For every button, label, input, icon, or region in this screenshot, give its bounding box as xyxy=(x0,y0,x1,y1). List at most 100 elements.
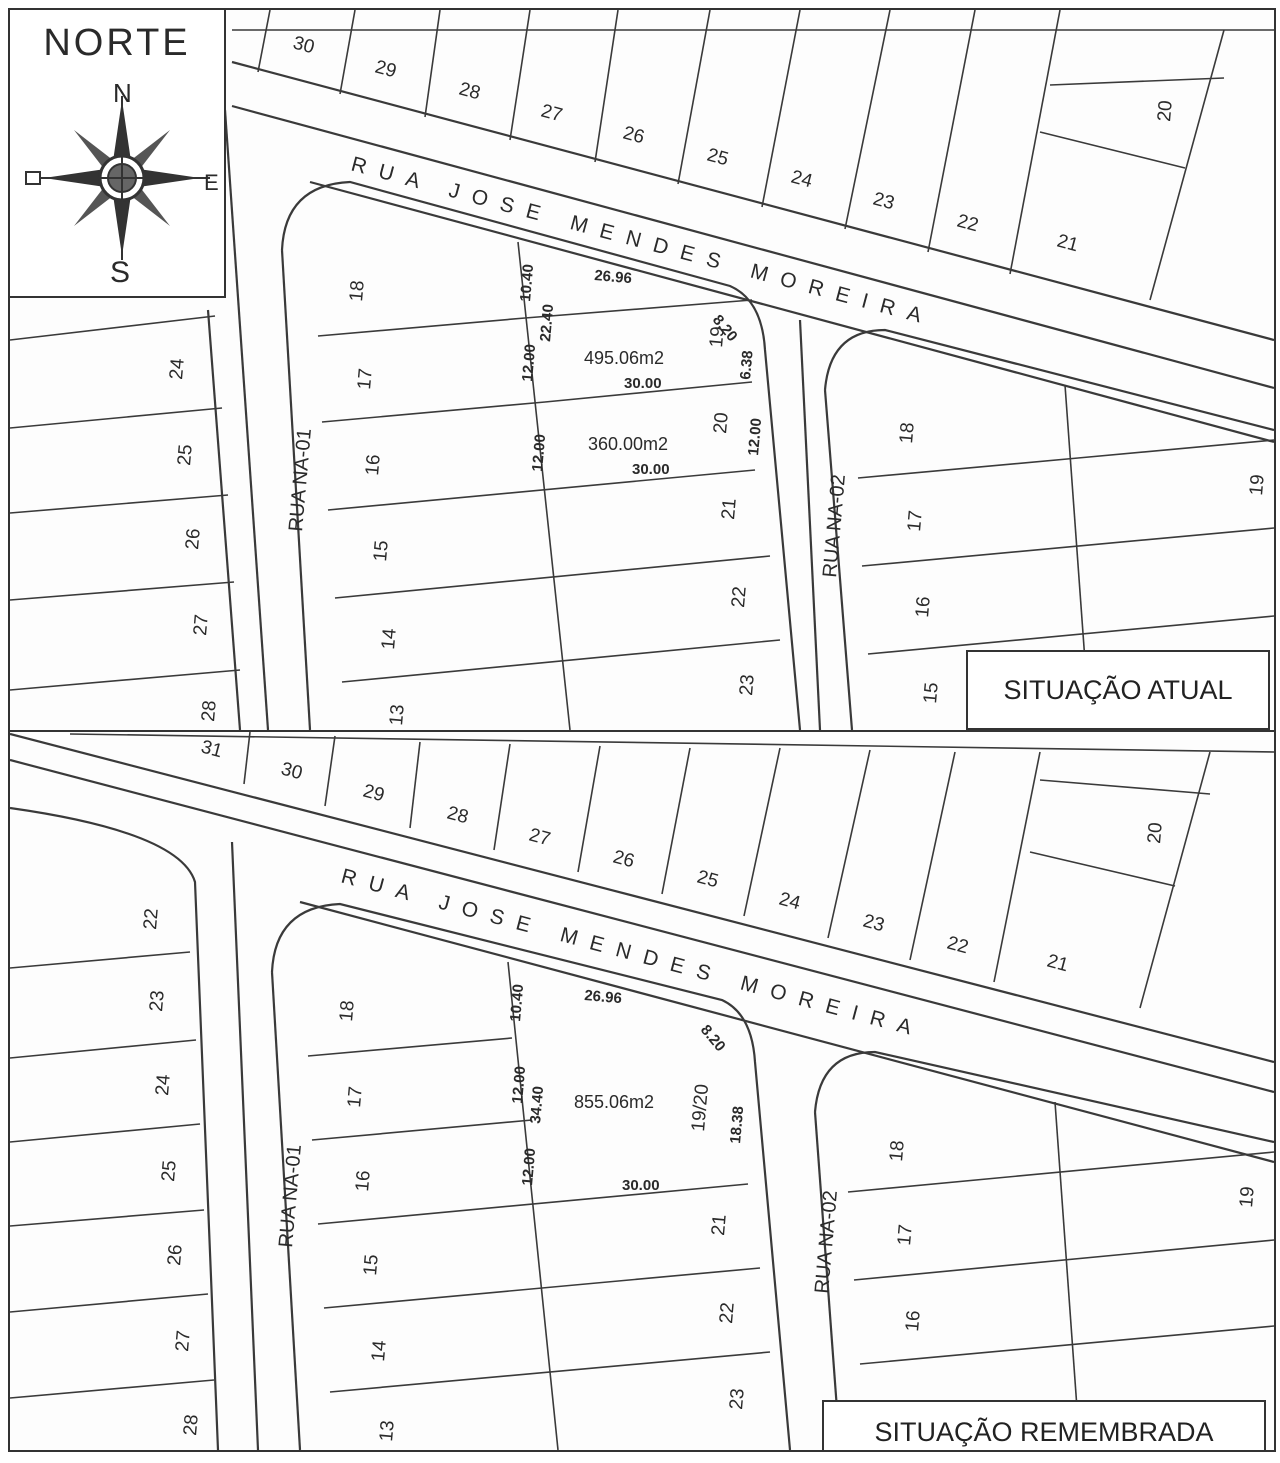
lot-number: 23 xyxy=(736,674,759,697)
middle-block-lots xyxy=(307,961,771,1450)
dimension-label: 10.40 xyxy=(517,263,537,302)
situacao-remembrada-panel: 31 30 29 28 27 26 25 24 23 22 21 20 RUA … xyxy=(8,730,1276,1452)
right-block-outline xyxy=(813,1111,842,1450)
lot-number: 16 xyxy=(352,1170,375,1193)
lot-number: 18 xyxy=(346,280,369,303)
lot-number: 24 xyxy=(152,1073,175,1096)
lot-number: 20 xyxy=(1154,100,1177,123)
situation-label: SITUAÇÃO ATUAL xyxy=(1003,674,1233,705)
lot-number: 24 xyxy=(789,167,815,193)
lot-number: 28 xyxy=(180,1414,203,1437)
lot-number: 16 xyxy=(912,596,935,619)
lot-number: 22 xyxy=(955,211,981,237)
road-edge xyxy=(10,732,1274,1064)
road-edge xyxy=(231,104,1274,390)
lot-number: 22 xyxy=(716,1302,739,1325)
lot-number: 15 xyxy=(370,540,393,563)
compass-n: N xyxy=(113,78,132,108)
lot-number: 21 xyxy=(718,498,741,521)
dimension-label: 12.00 xyxy=(509,1065,529,1104)
lot-number: 15 xyxy=(360,1254,383,1277)
dimension-label: 22.40 xyxy=(537,303,557,342)
lot-number: 13 xyxy=(386,704,409,727)
compass-title: NORTE xyxy=(43,22,191,64)
dimension-label: 30.00 xyxy=(632,461,670,478)
lot-number: 23 xyxy=(146,990,169,1013)
lot-number: 29 xyxy=(361,781,387,807)
lot-number: 25 xyxy=(174,444,197,467)
dimension-label: 8.20 xyxy=(697,1022,729,1055)
lot-number: 26 xyxy=(182,528,205,551)
lot-number: 25 xyxy=(158,1160,181,1183)
right-block-outline xyxy=(813,1050,1274,1144)
lot-number: 19 xyxy=(1236,1186,1259,1209)
road-edge xyxy=(10,758,1274,1094)
situacao-remembrada-map: 31 30 29 28 27 26 25 24 23 22 21 20 RUA … xyxy=(10,732,1274,1450)
lot-number: 29 xyxy=(373,57,399,83)
street-name-right: RUA NA-02 xyxy=(811,1190,842,1295)
lot-number: 17 xyxy=(894,1224,917,1247)
middle-block-lots xyxy=(317,241,781,730)
upper-lot-lines xyxy=(69,732,1274,1009)
lot-number: 18 xyxy=(336,1000,359,1023)
compass-s: S xyxy=(110,256,130,289)
middle-block-outline xyxy=(270,971,302,1450)
lot-number: 17 xyxy=(354,368,377,391)
lot-number: 31 xyxy=(199,737,225,763)
lot-number: 20 xyxy=(1144,822,1167,845)
road-edge xyxy=(10,806,220,1450)
dimension-label: 30.00 xyxy=(622,1177,660,1194)
lot-number: 26 xyxy=(611,847,637,873)
lot-number: 23 xyxy=(871,189,897,215)
road-edge xyxy=(231,60,1274,342)
dimension-label: 12.00 xyxy=(529,433,549,472)
lot-number: 15 xyxy=(920,682,943,705)
dimension-label: 12.00 xyxy=(519,343,539,382)
lot-number: 24 xyxy=(166,357,189,380)
upper-lot-numbers: 30 29 28 27 26 25 24 23 22 21 20 xyxy=(291,33,1177,257)
lot-number: 19 xyxy=(706,326,729,349)
lot-number: 30 xyxy=(291,33,317,59)
lot-number: 20 xyxy=(710,412,733,435)
middle-block-outline xyxy=(280,180,802,730)
lot-number: 21 xyxy=(1045,951,1071,977)
lot-number: 18 xyxy=(896,422,919,445)
lot-number: 23 xyxy=(726,1388,749,1411)
middle-lot-numbers: 18 17 16 15 14 13 xyxy=(346,280,409,727)
middle-right-lot-numbers: 19 20 21 22 23 xyxy=(706,326,759,697)
lot-number: 18 xyxy=(886,1140,909,1163)
compass-rose-icon: N S E xyxy=(25,78,219,289)
middle-right-lot-numbers: 19/20 21 22 23 xyxy=(688,1083,749,1410)
lot-number: 25 xyxy=(705,145,731,171)
lot-number: 17 xyxy=(344,1086,367,1109)
lot-number: 23 xyxy=(861,911,887,937)
lot-number: 22 xyxy=(728,586,751,609)
lot-number: 13 xyxy=(376,1420,399,1443)
street-name-left: RUA NA-01 xyxy=(275,1144,306,1249)
road-centerline xyxy=(798,319,822,730)
middle-block-outline xyxy=(280,249,312,730)
situation-label-box: SITUAÇÃO ATUAL xyxy=(966,650,1270,730)
lot-number: 22 xyxy=(140,908,163,931)
lot-number: 21 xyxy=(708,1214,731,1237)
lot-number: 16 xyxy=(362,454,385,477)
lot-number: 21 xyxy=(1055,231,1081,257)
street-name-left: RUA NA-01 xyxy=(285,428,316,533)
dimension-label: 12.00 xyxy=(519,1147,539,1186)
lot-number: 17 xyxy=(904,510,927,533)
lot-number: 28 xyxy=(198,700,221,723)
left-lot-numbers: 22 23 24 25 26 27 28 xyxy=(140,908,203,1437)
lot-number: 27 xyxy=(539,101,565,127)
lot-number: 19/20 xyxy=(688,1083,713,1132)
lot-number: 30 xyxy=(279,759,305,785)
lot-number: 27 xyxy=(190,614,213,637)
compass-e: E xyxy=(204,170,219,195)
dimension-label: 12.00 xyxy=(745,417,765,456)
right-block-outline xyxy=(823,389,854,730)
left-block-lines xyxy=(10,841,260,1450)
upper-lot-lines xyxy=(232,10,1274,301)
dimension-label: 10.40 xyxy=(507,983,527,1022)
lot-number: 16 xyxy=(902,1310,925,1333)
right-lot-numbers: 18 17 16 15 19 xyxy=(896,422,1269,705)
situation-label: SITUAÇÃO REMEMBRADA xyxy=(874,1416,1214,1447)
